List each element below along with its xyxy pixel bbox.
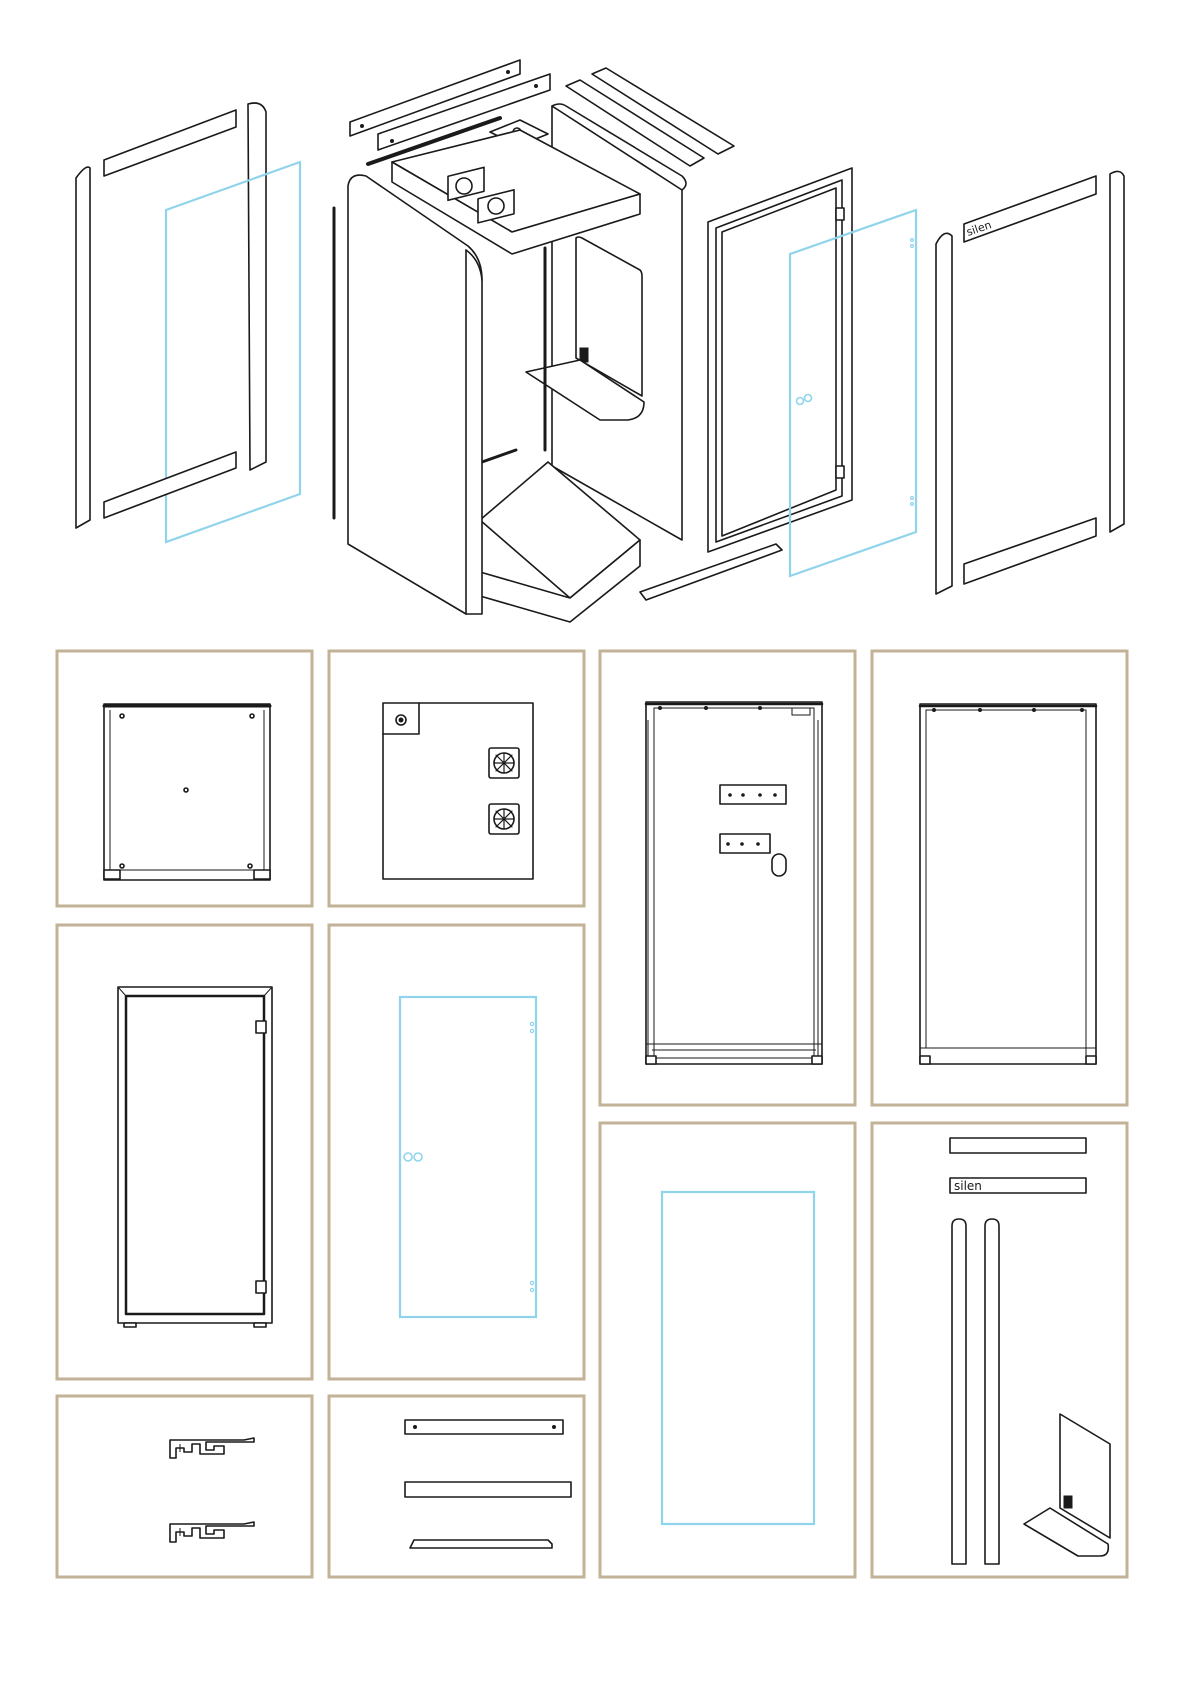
- hinge-top: [836, 208, 844, 220]
- left-side-panel-group: [76, 103, 334, 542]
- left-post-inner: [248, 103, 266, 470]
- left-top-strip: [104, 110, 236, 176]
- inner-seal-2: [482, 450, 516, 462]
- right-post-outer: [936, 233, 952, 594]
- back-wall-panel: [646, 702, 822, 1064]
- right-side-panel-group: silen: [936, 171, 1124, 594]
- back-wall-cutout: [772, 854, 786, 876]
- parts-grid: silen: [57, 651, 1127, 1577]
- part-card-back-wall: [600, 651, 855, 1105]
- desk-socket: [1064, 1496, 1072, 1508]
- side-wall-panel: [920, 704, 1096, 1064]
- bar-plain: [405, 1482, 571, 1497]
- door-hinge-bottom: [256, 1281, 266, 1293]
- post-1: [952, 1219, 966, 1564]
- cabin-side-wall: [348, 175, 482, 614]
- part-card-strips: silen: [872, 1123, 1127, 1577]
- threshold-bar: [410, 1540, 552, 1548]
- strip-plain: [950, 1138, 1086, 1153]
- left-bottom-strip: [104, 452, 236, 518]
- brand-label-strip: silen: [954, 1179, 982, 1193]
- door-hinge-top: [256, 1021, 266, 1033]
- exploded-view: silen: [76, 60, 1124, 622]
- part-card-glass-door: [329, 925, 584, 1379]
- part-card-bars: [329, 1396, 584, 1577]
- right-post-inner: [1110, 171, 1124, 532]
- ceiling-panel: [383, 703, 533, 879]
- right-bottom-strip: [964, 518, 1096, 584]
- door-group: [708, 168, 916, 576]
- left-post-outer: [76, 167, 90, 528]
- bar-with-holes: [405, 1420, 563, 1434]
- part-card-side-wall: [872, 651, 1127, 1105]
- part-card-profiles: [57, 1396, 312, 1577]
- part-card-ceiling: [329, 651, 584, 906]
- hinge-bottom: [836, 466, 844, 478]
- threshold-strip: [640, 544, 782, 600]
- post-2: [985, 1219, 999, 1564]
- part-card-glass-side: [600, 1123, 855, 1577]
- door-frame: [118, 987, 272, 1323]
- door-frame-outer: [708, 168, 852, 552]
- part-card-door-frame: [57, 925, 312, 1379]
- part-card-roof: [57, 651, 312, 906]
